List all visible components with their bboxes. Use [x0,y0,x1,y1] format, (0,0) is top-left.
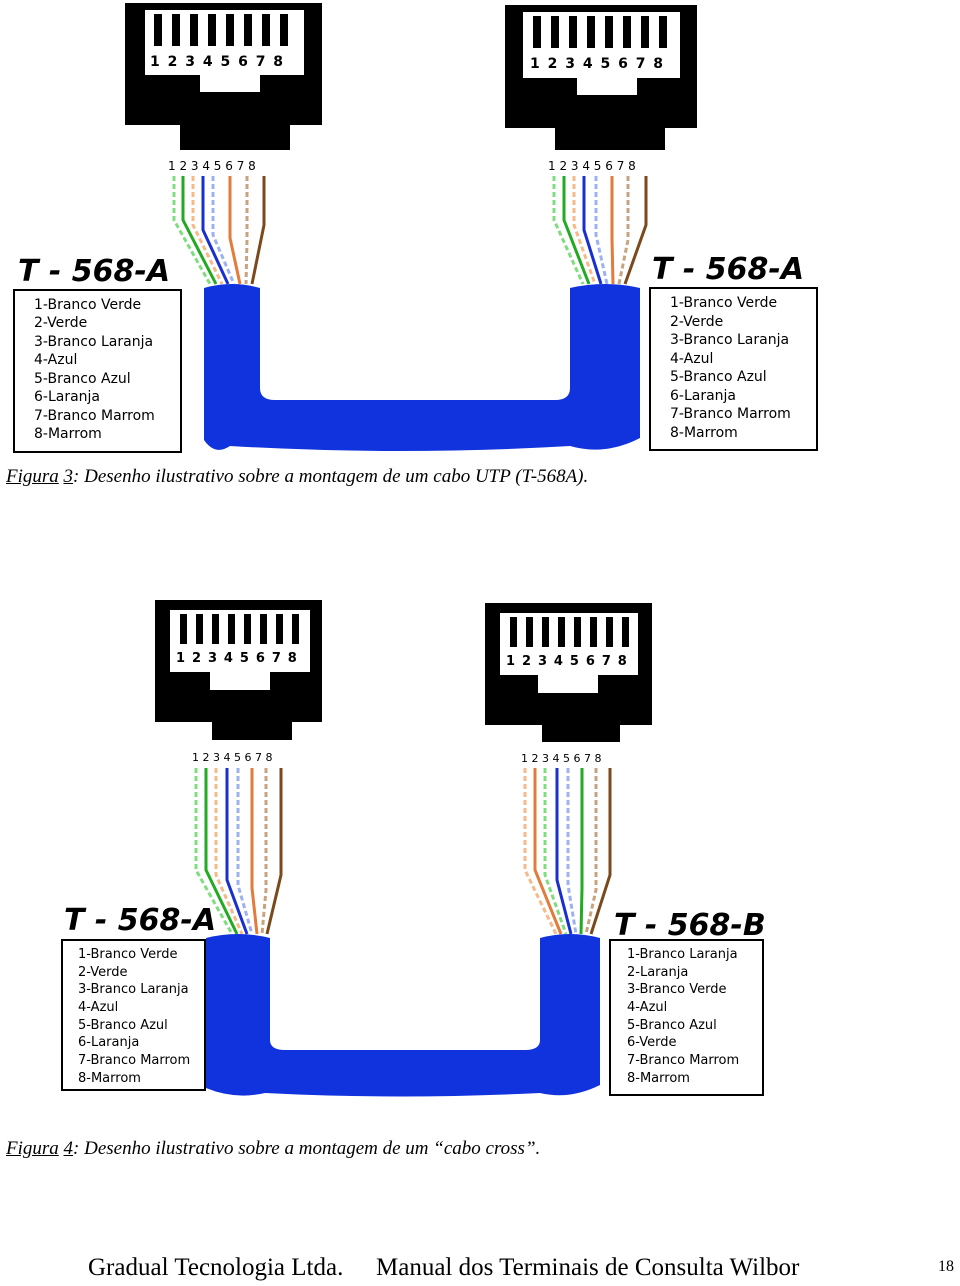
caption-number: 3 [63,466,74,487]
list-item: 6-Verde [627,1035,676,1050]
connector-pin-numbers: 1 2 3 4 5 6 7 8 [150,54,285,70]
rj45-connector-left: 1 2 3 4 5 6 7 8 [155,600,322,740]
list-item: 6-Laranja [34,389,100,405]
list-item: 7-Branco Marrom [78,1053,190,1068]
utp-cable [204,284,640,451]
list-item: 7-Branco Marrom [627,1053,739,1068]
wires-right [523,768,612,935]
list-item: 5-Branco Azul [627,1018,717,1033]
list-item: 1-Branco Laranja [627,947,738,962]
list-item: 5-Branco Azul [34,371,131,387]
figure-3-caption: Figura 3: Desenho ilustrativo sobre a mo… [6,466,588,488]
list-item: 8-Marrom [627,1071,690,1086]
list-item: 3-Branco Laranja [670,332,789,348]
wire-numbers-right: 1 2 3 4 5 6 7 8 [548,159,636,173]
list-item: 7-Branco Marrom [670,406,791,422]
list-item: 4-Azul [34,352,77,368]
rj45-connector-right: 1 2 3 4 5 6 7 8 [505,5,697,150]
page-number: 18 [938,1258,954,1275]
caption-number: 4 [63,1138,74,1159]
footer-company: Gradual Tecnologia Ltda. [88,1254,344,1281]
list-item: 4-Azul [78,1000,118,1015]
list-item: 8-Marrom [78,1071,141,1086]
standard-title-left: T - 568-A [64,903,216,938]
list-item: 4-Azul [670,351,713,367]
figure-3-diagram: 1 2 3 4 5 6 7 8 1 2 3 4 5 6 7 8 1 2 3 4 … [13,3,818,453]
rj45-connector-left: 1 2 3 4 5 6 7 8 [125,3,322,150]
figure-4-diagram: 1 2 3 4 5 6 7 8 1 2 3 4 5 6 7 8 1 2 3 4 … [61,600,766,1097]
standard-title-right: T - 568-A [652,252,804,287]
list-item: 3-Branco Verde [627,982,726,997]
rj45-connector-right: 1 2 3 4 5 6 7 8 [485,603,652,742]
list-item: 6-Laranja [78,1035,139,1050]
list-item: 5-Branco Azul [670,369,767,385]
figure-4-caption: Figura 4: Desenho ilustrativo sobre a mo… [6,1138,540,1160]
list-item: 8-Marrom [670,425,738,441]
connector-pin-numbers: 1 2 3 4 5 6 7 8 [176,651,298,666]
list-item: 2-Verde [670,314,723,330]
standard-title-right: T - 568-B [614,908,766,943]
connector-pin-numbers: 1 2 3 4 5 6 7 8 [506,654,628,669]
list-item: 1-Branco Verde [78,947,177,962]
color-list-left: 1-Branco Verde 2-Verde 3-Branco Laranja … [34,297,155,442]
list-item: 4-Azul [627,1000,667,1015]
wire-numbers-left: 1 2 3 4 5 6 7 8 [168,159,256,173]
color-list-right: 1-Branco Verde 2-Verde 3-Branco Laranja … [670,295,791,441]
list-item: 5-Branco Azul [78,1018,168,1033]
list-item: 1-Branco Verde [670,295,777,311]
caption-text: : Desenho ilustrativo sobre a montagem d… [73,466,589,487]
list-item: 1-Branco Verde [34,297,141,313]
utp-cable [206,934,600,1097]
list-item: 2-Verde [34,315,87,331]
wire-numbers-right: 1 2 3 4 5 6 7 8 [521,752,601,765]
list-item: 3-Branco Laranja [34,334,153,350]
standard-title-left: T - 568-A [18,254,170,289]
list-item: 7-Branco Marrom [34,408,155,424]
wires-left [194,768,283,935]
caption-text: : Desenho ilustrativo sobre a montagem d… [73,1138,541,1159]
list-item: 2-Verde [78,965,127,980]
caption-label: Figura [6,1138,59,1159]
color-list-right: 1-Branco Laranja 2-Laranja 3-Branco Verd… [627,947,739,1086]
list-item: 8-Marrom [34,426,102,442]
color-list-left: 1-Branco Verde 2-Verde 3-Branco Laranja … [78,947,190,1086]
list-item: 6-Laranja [670,388,736,404]
list-item: 3-Branco Laranja [78,982,189,997]
wires-right [552,176,648,285]
connector-pin-numbers: 1 2 3 4 5 6 7 8 [530,56,665,72]
wires-left [172,176,266,285]
list-item: 2-Laranja [627,965,688,980]
wire-numbers-left: 1 2 3 4 5 6 7 8 [192,751,272,764]
caption-label: Figura [6,466,59,487]
footer-manual-title: Manual dos Terminais de Consulta Wilbor [376,1254,800,1281]
